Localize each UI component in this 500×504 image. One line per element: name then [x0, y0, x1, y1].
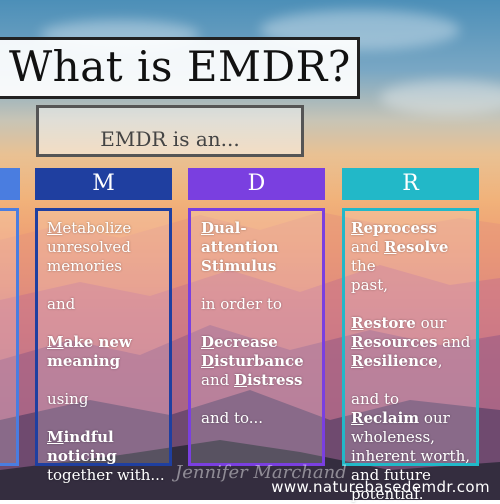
bold-text: Restore	[351, 314, 416, 332]
underlined-letter: M	[47, 333, 64, 351]
bold-text: Resolve	[383, 238, 449, 256]
underlined-letter: D	[201, 333, 215, 351]
bold-text: Distress	[233, 371, 303, 389]
bold-text: Reclaim	[351, 409, 420, 427]
bold-text: noticing	[47, 447, 117, 465]
underlined-letter: R	[383, 238, 397, 256]
subtitle-box: EMDR is an...	[36, 105, 304, 157]
column-line: using	[47, 390, 89, 408]
column-line: unresolved	[47, 238, 131, 256]
bold-text: Dual-	[201, 219, 247, 237]
website-url: www.naturebasedemdr.com	[271, 478, 490, 496]
bold-text: meaning	[47, 352, 121, 370]
underlined-letter: R	[351, 409, 364, 427]
column-line: past,	[351, 276, 389, 294]
bold-text: Resilience	[351, 352, 438, 370]
column-line: Resources and	[351, 333, 471, 351]
underlined-letter: D	[201, 352, 215, 370]
column-line: noticing	[47, 447, 165, 466]
bold-text: Make new	[47, 333, 132, 351]
underlined-letter: R	[351, 314, 364, 332]
r-column-header: R	[342, 168, 479, 200]
spacer	[351, 295, 476, 314]
column-line: memories	[47, 257, 122, 275]
underlined-letter: D	[233, 371, 247, 389]
bold-text: Disturbance	[201, 352, 304, 370]
column-line: inherent worth,	[351, 447, 470, 465]
spacer	[47, 371, 165, 390]
column-line: Reprocess	[351, 219, 476, 238]
column-line: Make new	[47, 333, 165, 352]
bold-text: Stimulus	[201, 257, 277, 275]
underlined-letter: D	[201, 219, 215, 237]
bold-text: Resources	[351, 333, 438, 351]
page-title: What is EMDR?	[9, 42, 351, 91]
column-line: and Distress	[201, 371, 303, 389]
column-line: attention	[201, 238, 304, 257]
underlined-letter: R	[351, 352, 364, 370]
signature-watermark: Jennifer Marchand	[175, 462, 347, 483]
d-column-header: D	[188, 168, 325, 200]
bold-text: Mindful	[47, 428, 114, 446]
column-line: Stimulus	[201, 257, 304, 276]
m-column-header: M	[35, 168, 172, 200]
column-line: potential.	[351, 485, 424, 503]
column-line: and Resolve the	[351, 238, 449, 275]
column-line: Mindful	[47, 428, 165, 447]
spacer	[201, 390, 304, 409]
column-line: wholeness,	[351, 428, 435, 446]
underlined-letter: R	[351, 219, 364, 237]
column-line: and	[47, 295, 76, 313]
column-line: and to	[351, 390, 400, 408]
spacer	[201, 314, 304, 333]
column-line: Dual-	[201, 219, 304, 238]
spacer	[47, 276, 165, 295]
underlined-letter: M	[47, 219, 63, 237]
column-line: Reclaim our	[351, 409, 450, 427]
column-line: in order to	[201, 295, 282, 313]
column-line: together with...	[47, 466, 165, 484]
column-line: Resilience,	[351, 352, 443, 370]
bold-text: Decrease	[201, 333, 278, 351]
spacer	[351, 371, 476, 390]
subtitle: EMDR is an...	[100, 127, 240, 151]
underlined-letter: R	[351, 333, 364, 351]
column-line: Metabolize	[47, 219, 132, 237]
column-line: Disturbance	[201, 352, 304, 371]
column-line: meaning	[47, 352, 165, 371]
left-column-header	[0, 168, 20, 200]
column-line: and to...	[201, 409, 264, 427]
cloud	[380, 80, 500, 115]
bold-text: attention	[201, 238, 279, 256]
spacer	[201, 276, 304, 295]
left-column-box	[0, 208, 19, 466]
spacer	[47, 314, 165, 333]
column-line: and future	[351, 466, 431, 484]
column-line: Restore our	[351, 314, 447, 332]
spacer	[47, 409, 165, 428]
title-box: What is EMDR?	[0, 37, 360, 99]
underlined-letter: M	[47, 428, 64, 446]
column-line: Decrease	[201, 333, 304, 352]
bold-text: Reprocess	[351, 219, 437, 237]
